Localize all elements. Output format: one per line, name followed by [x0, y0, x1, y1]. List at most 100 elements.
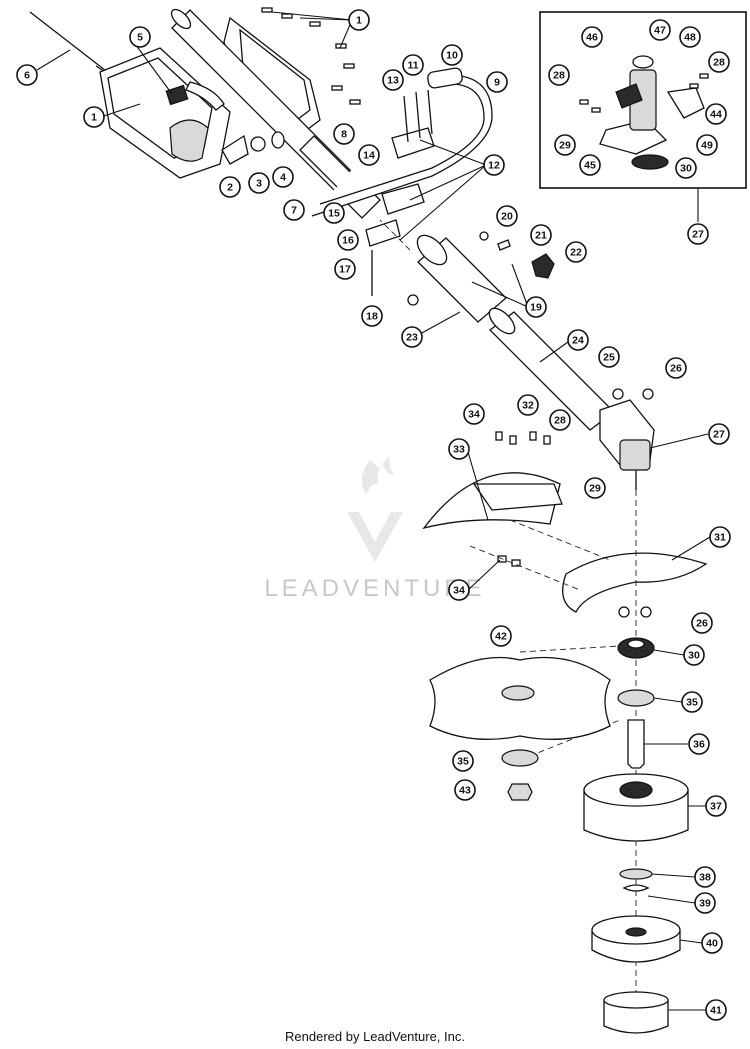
part-callout-10: 10: [441, 44, 463, 66]
part-callout-40: 40: [701, 932, 723, 954]
part-callout-42: 42: [490, 625, 512, 647]
callout-label: 30: [688, 650, 700, 662]
callout-label: 16: [342, 235, 354, 247]
callout-circle: [129, 26, 151, 48]
callout-circle: [448, 438, 470, 460]
part-callout-23: 23: [401, 326, 423, 348]
callout-circle: [705, 103, 727, 125]
blade-guard: [562, 552, 708, 613]
callout-circle: [705, 999, 727, 1021]
callout-label: 4: [280, 172, 286, 184]
part-callout-5: 5: [129, 26, 151, 48]
part-callout-25: 25: [598, 346, 620, 368]
callout-circle: [688, 733, 710, 755]
inset-part-callout-44: 44: [705, 103, 727, 125]
callout-circle: [709, 526, 731, 548]
part-callout-38: 38: [694, 866, 716, 888]
callout-circle: [708, 423, 730, 445]
gearhead-assembly: [599, 388, 655, 490]
callout-circle: [701, 932, 723, 954]
callout-label: 43: [459, 785, 471, 797]
part-callout-2: 2: [219, 176, 241, 198]
callout-circle: [691, 612, 713, 634]
shaft-coupler-assembly: [407, 231, 555, 323]
callout-circle: [333, 123, 355, 145]
part-callout-1: 1: [348, 9, 370, 31]
inset-gearhead: [579, 55, 709, 170]
part-callout-16: 16: [337, 229, 359, 251]
callout-circle: [581, 26, 603, 48]
callout-circle: [665, 357, 687, 379]
part-callout-39: 39: [694, 892, 716, 914]
callout-circle: [681, 691, 703, 713]
callout-circle: [358, 144, 380, 166]
callout-circle: [554, 134, 576, 156]
callout-label: 3: [256, 178, 262, 190]
part-callout-13: 13: [382, 69, 404, 91]
part-callout-26: 26: [691, 612, 713, 634]
lever: [221, 134, 249, 165]
inset-part-callout-28: 28: [548, 64, 570, 86]
callout-label: 34: [468, 409, 480, 421]
watermark-logo: [347, 456, 403, 562]
washer-35: [617, 689, 655, 707]
part-callout-30: 30: [683, 644, 705, 666]
callout-label: 7: [291, 205, 297, 217]
callout-circle: [549, 409, 571, 431]
callout-circle: [452, 750, 474, 772]
callout-circle: [584, 477, 606, 499]
callout-label: 15: [328, 208, 340, 220]
callout-circle: [598, 346, 620, 368]
callout-circle: [483, 154, 505, 176]
callout-label: 12: [488, 160, 500, 172]
callout-label: 6: [24, 70, 30, 82]
callout-label: 11: [407, 60, 418, 72]
part-callout-12: 12: [483, 154, 505, 176]
part-callout-35: 35: [452, 750, 474, 772]
callout-label: 48: [684, 32, 696, 44]
engine-housing-assembly: [29, 7, 381, 219]
callout-circle: [525, 296, 547, 318]
callout-circle: [696, 134, 718, 156]
part-callout-43: 43: [454, 779, 476, 801]
callout-circle: [649, 19, 671, 41]
callout-label: 27: [713, 429, 725, 441]
callout-label: 29: [559, 140, 571, 152]
callout-circle: [517, 394, 539, 416]
callout-circle: [694, 892, 716, 914]
callout-circle: [361, 305, 383, 327]
callout-circle: [463, 403, 485, 425]
callout-circle: [683, 644, 705, 666]
callout-label: 32: [522, 400, 534, 412]
callout-label: 28: [553, 70, 565, 82]
callout-label: 40: [706, 938, 718, 950]
part-callout-9: 9: [486, 71, 508, 93]
part-callout-17: 17: [334, 258, 356, 280]
callout-circle: [323, 202, 345, 224]
part-callout-19: 19: [525, 296, 547, 318]
callout-label: 27: [692, 229, 704, 241]
callout-label: 39: [699, 898, 711, 910]
callout-label: 46: [586, 32, 598, 44]
nut-43: [507, 783, 533, 801]
callout-label: 30: [680, 163, 692, 175]
callout-label: 42: [495, 631, 507, 643]
callout-label: 35: [686, 697, 698, 709]
callout-circle: [337, 229, 359, 251]
callout-circle: [441, 44, 463, 66]
part-callout-37: 37: [705, 795, 727, 817]
callout-label: 18: [366, 311, 378, 323]
part-callout-11: 11: [402, 54, 424, 76]
callout-label: 26: [696, 618, 708, 630]
bump-knob: [603, 999, 669, 1034]
part-callout-27: 27: [708, 423, 730, 445]
callout-leaders: [36, 11, 711, 1011]
callout-label: 20: [501, 211, 513, 223]
part-callout-27: 27: [687, 223, 709, 245]
callout-label: 13: [387, 75, 399, 87]
part-callout-24: 24: [567, 329, 589, 351]
callout-circle: [401, 326, 423, 348]
part-callout-34: 34: [448, 579, 470, 601]
callout-label: 25: [603, 352, 615, 364]
inset-part-callout-45: 45: [579, 154, 601, 176]
